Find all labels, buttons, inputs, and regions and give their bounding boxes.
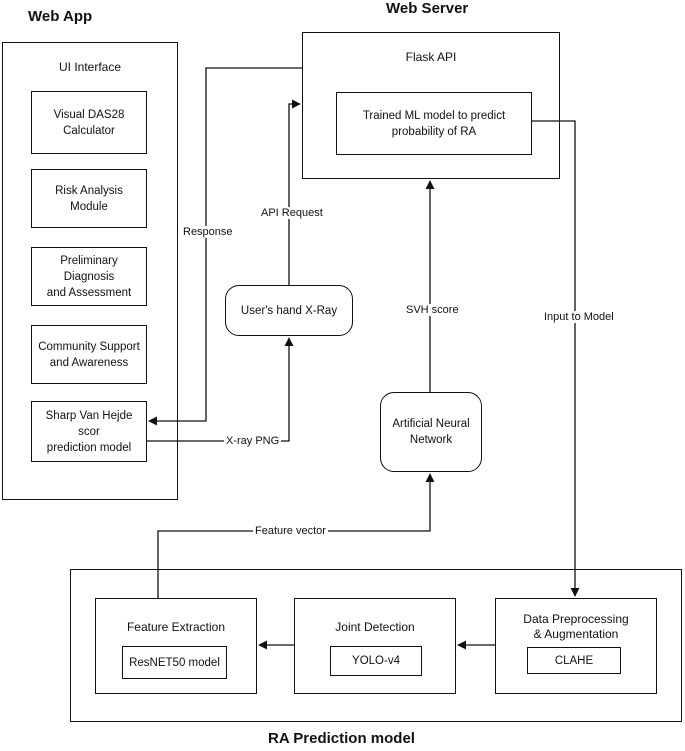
resnet50-box: ResNET50 model — [122, 646, 227, 679]
xray-png-label: X-ray PNG — [224, 435, 282, 447]
flask-api-title: Flask API — [405, 50, 457, 64]
data-preprocessing-stage — [495, 598, 657, 694]
das28-calculator-box: Visual DAS28 Calculator — [31, 91, 147, 154]
svh-prediction-box: Sharp Van Hejde scor prediction model — [31, 401, 147, 462]
joint-detection-title: Joint Detection — [335, 620, 415, 634]
input-to-model-label: Input to Model — [542, 311, 616, 323]
community-support-box: Community Support and Awareness — [31, 325, 147, 384]
response-connector — [148, 67, 302, 426]
input-to-model-connector — [532, 120, 580, 597]
svh-score-label: SVH score — [404, 304, 461, 316]
xray-png-connector — [147, 337, 294, 442]
response-label: Response — [181, 226, 235, 238]
api-request-connector — [288, 99, 301, 285]
yolo-v4-box: YOLO-v4 — [330, 646, 422, 676]
trained-ml-model-box: Trained ML model to predict probability … — [336, 92, 532, 155]
web-server-heading: Web Server — [386, 0, 469, 17]
hand-xray-node: User's hand X-Ray — [225, 285, 353, 336]
ra-model-heading: RA Prediction model — [268, 730, 415, 747]
feature-extraction-title: Feature Extraction — [126, 620, 226, 634]
ui-interface-title: UI Interface — [58, 60, 122, 74]
api-request-label: API Request — [259, 207, 325, 219]
clahe-box: CLAHE — [527, 647, 621, 674]
feature-vector-label: Feature vector — [253, 525, 328, 537]
ann-node: Artificial Neural Network — [380, 392, 482, 472]
web-app-heading: Web App — [28, 8, 93, 25]
data-preprocessing-title: Data Preprocessing & Augmentation — [523, 612, 629, 641]
risk-analysis-box: Risk Analysis Module — [31, 169, 147, 228]
preliminary-diagnosis-box: Preliminary Diagnosis and Assessment — [31, 247, 147, 306]
